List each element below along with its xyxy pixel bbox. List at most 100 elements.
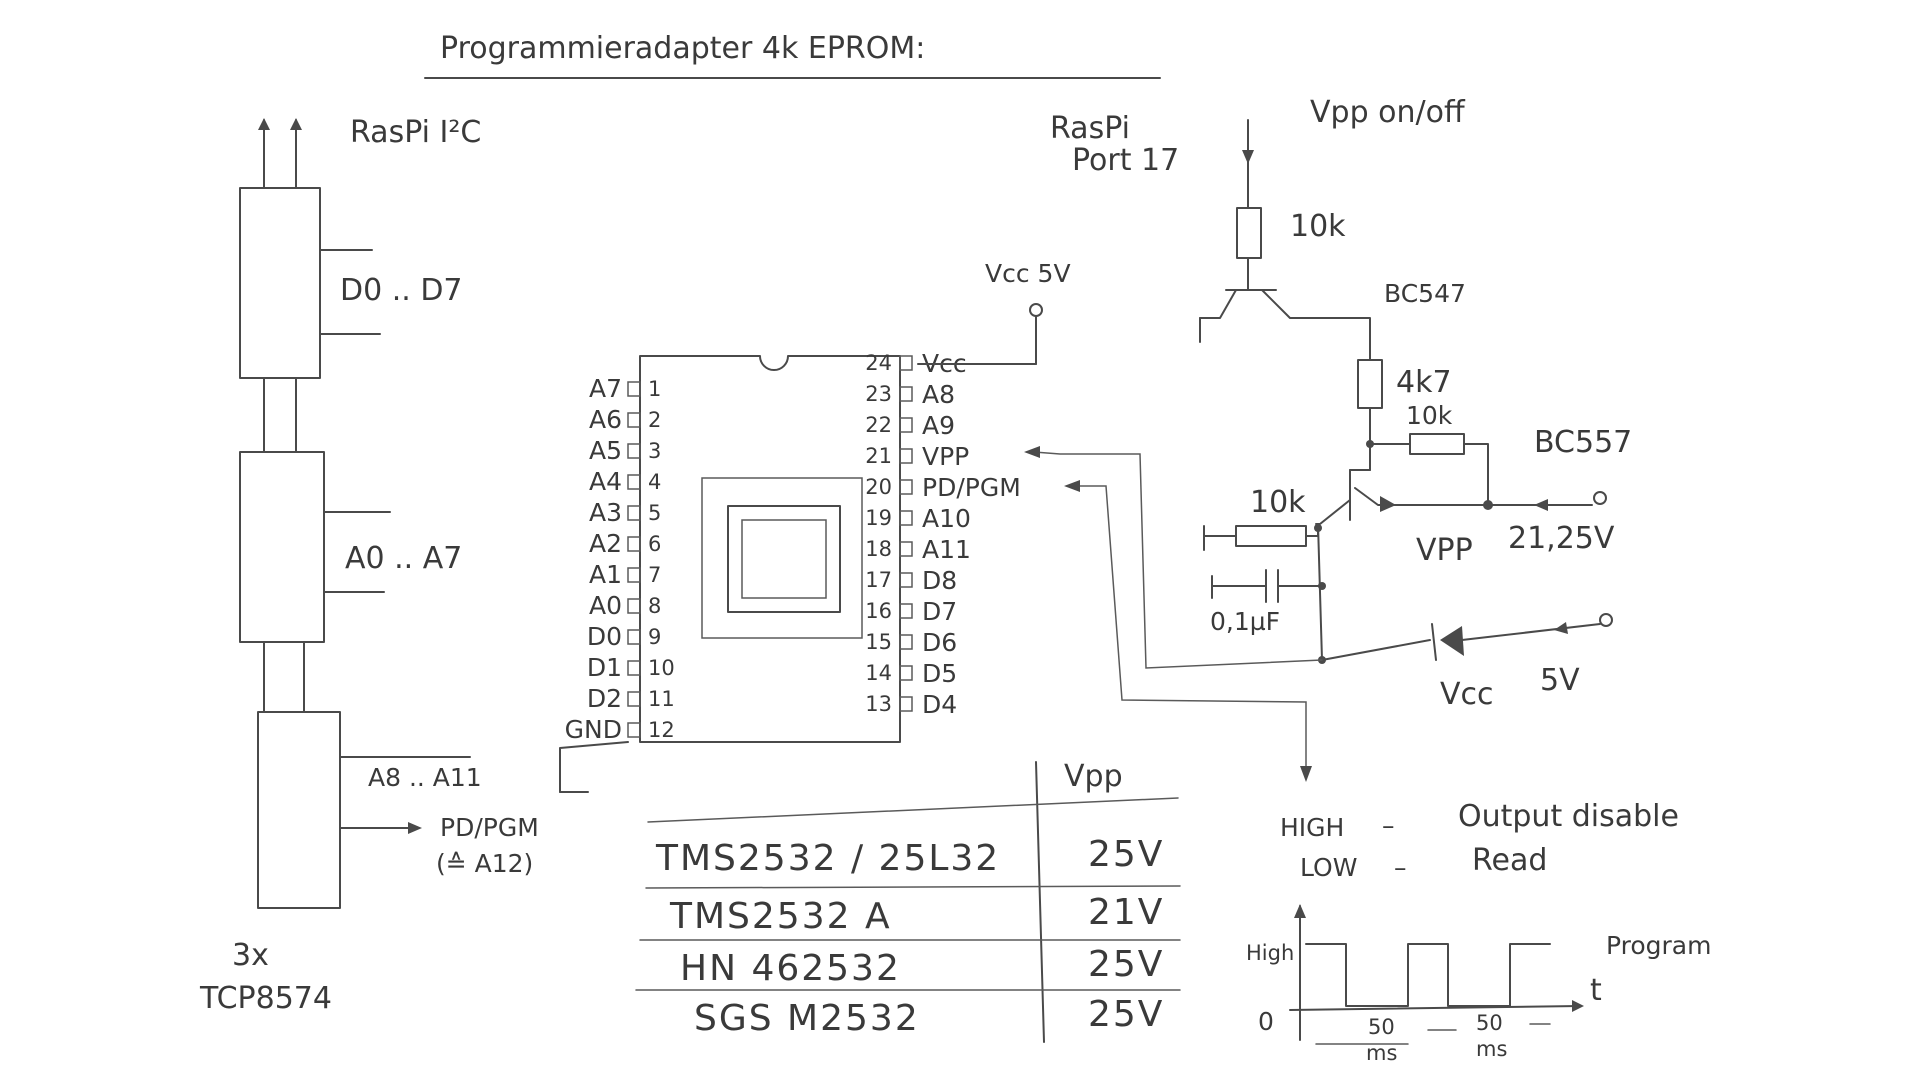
vcc-terminal: [1029, 303, 1043, 317]
timing-diagram: High 0 t Program 50 ms 50 ms: [1246, 904, 1711, 1065]
t2-emitter: [1354, 487, 1489, 506]
pin-stub-right: [899, 386, 913, 402]
pin-stub-right: [899, 355, 913, 371]
pin-number-left: 11: [648, 687, 675, 711]
pcf-part-name: TCP8574: [199, 981, 332, 1016]
logic-low-desc: Read: [1472, 843, 1547, 878]
pin-number-left: 4: [648, 470, 661, 494]
pin-name-left: D1: [587, 653, 622, 682]
pin-stub-right: [899, 510, 913, 526]
pin-name-left: A4: [589, 467, 622, 496]
pin-name-left: A0: [589, 591, 622, 620]
vpp-in-terminal: [1593, 491, 1607, 505]
logic-low-dash: –: [1394, 853, 1407, 882]
table-row-vpp: 21V: [1088, 892, 1164, 933]
eprom-window: [701, 477, 863, 639]
pin-stub-right: [899, 541, 913, 557]
timing-y-zero: 0: [1258, 1007, 1274, 1036]
vpp-to-pin21: [1033, 451, 1323, 669]
pin-stub-right: [899, 479, 913, 495]
pin-stub-right: [899, 696, 913, 712]
table-header-vpp: Vpp: [1064, 759, 1123, 794]
table-row-rule-1: [645, 885, 1181, 889]
pgm-to-timing: [1073, 485, 1307, 779]
pin-stub-left: [627, 505, 641, 521]
resistor-r1: [1236, 207, 1262, 259]
pin21-arrow-icon: [1024, 446, 1040, 458]
logic-high-desc: Output disable: [1458, 799, 1679, 834]
pgm-logic-legend: HIGH – Output disable LOW – Read: [1280, 799, 1679, 882]
pin20-arrow-icon: [1064, 480, 1080, 492]
pin-number-right: 19: [865, 506, 892, 530]
pin-name-right: D4: [922, 690, 957, 719]
pin-number-left: 1: [648, 377, 661, 401]
pulse-unit-1: ms: [1366, 1041, 1397, 1065]
vcc-label: Vcc 5V: [985, 259, 1071, 288]
t2-emitter-arrow-icon: [1380, 496, 1396, 512]
pin-name-right: A9: [922, 411, 955, 440]
pin-name-left: GND: [565, 715, 622, 744]
pin-stub-left: [627, 381, 641, 397]
gnd-wire: [559, 741, 629, 793]
vcc-in-label: Vcc: [1440, 677, 1494, 712]
pin-name-left: A3: [589, 498, 622, 527]
timing-waveform: [1305, 943, 1551, 1007]
pin-number-right: 17: [865, 568, 892, 592]
vcc-in-value: 5V: [1540, 663, 1580, 698]
pin-number-left: 10: [648, 656, 675, 680]
pin-stub-left: [627, 567, 641, 583]
pcf-chip-3: [257, 711, 341, 909]
pin-name-left: A5: [589, 436, 622, 465]
diode-bar: [1431, 623, 1437, 661]
r3-right-wire: [1463, 443, 1489, 505]
pin-stub-left: [627, 474, 641, 490]
resistor-r4: [1235, 525, 1307, 547]
t2-collector: [1315, 499, 1351, 525]
pin-name-left: A6: [589, 405, 622, 434]
transistor-t1-label: BC547: [1384, 279, 1466, 308]
pin-number-left: 2: [648, 408, 661, 432]
pcf-chip-1: [239, 187, 321, 379]
pcf-chain: RasPi I²C D0 .. D7 A0 .. A7 A8 .. A11 PD…: [199, 115, 539, 1016]
pin-number-right: 15: [865, 630, 892, 654]
resistor-r2: [1357, 359, 1383, 409]
vpp-switch-label: Vpp on/off: [1310, 95, 1466, 130]
t1-emitter: [1199, 289, 1237, 319]
pin-number-left: 12: [648, 718, 675, 742]
pin-number-left: 5: [648, 501, 661, 525]
diode-triangle-icon: [1440, 626, 1464, 656]
timing-x-axis: [1289, 1005, 1581, 1011]
timing-x-arrow-icon: [1572, 1000, 1584, 1012]
transistor-t2-label: BC557: [1534, 425, 1632, 460]
eprom-chip: 1A72A63A54A45A36A27A18A09D010D111D212GND…: [559, 259, 1071, 793]
pin-number-right: 21: [865, 444, 892, 468]
eprom-die-inner: [741, 519, 827, 599]
timing-program-label: Program: [1606, 931, 1711, 960]
i2c-arrow-up-icon-2: [290, 118, 302, 130]
pin-stub-right: [899, 417, 913, 433]
pin-name-right: D8: [922, 566, 957, 595]
pin-name-right: PD/PGM: [922, 473, 1021, 502]
pin-number-right: 20: [865, 475, 892, 499]
pulse-width-2: 50: [1476, 1011, 1503, 1035]
vpp-in-value: 21,25V: [1508, 521, 1615, 556]
pin-number-left: 7: [648, 563, 661, 587]
pd-pgm-arrow-icon: [408, 822, 422, 834]
pin-name-right: A11: [922, 535, 971, 564]
pin-stub-left: [627, 536, 641, 552]
pin-stub-left: [627, 691, 641, 707]
pin-number-left: 9: [648, 625, 661, 649]
pin-stub-right: [899, 665, 913, 681]
pin-name-left: A2: [589, 529, 622, 558]
table-row-chip: SGS M2532: [694, 998, 920, 1039]
pcf-output-a-high: A8 .. A11: [368, 763, 482, 792]
logic-high-label: HIGH: [1280, 813, 1344, 842]
pin-name-right: A10: [922, 504, 971, 533]
pin-name-right: VPP: [922, 442, 969, 471]
pin-stub-left: [627, 629, 641, 645]
